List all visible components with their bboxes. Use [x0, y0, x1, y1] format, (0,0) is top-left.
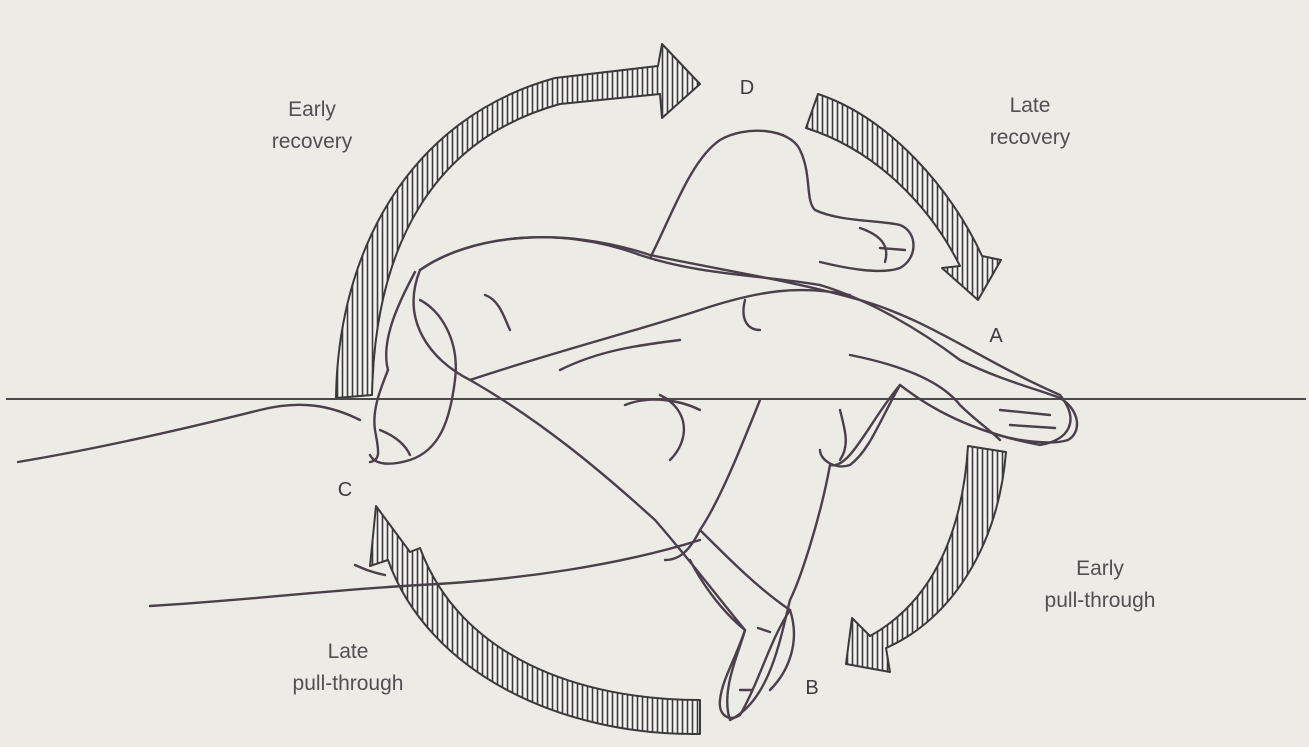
- label-early-recovery-line2: recovery: [272, 130, 353, 153]
- label-late-pull-through-line1: Late: [328, 640, 369, 663]
- arrow-late-pull-through: [370, 506, 700, 734]
- arrow-early-pull-through: [846, 446, 1006, 672]
- label-early-pull-through-line1: Early: [1076, 557, 1124, 580]
- position-label-c: C: [338, 479, 352, 501]
- label-early-pull-through-line2: pull-through: [1045, 589, 1156, 612]
- label-late-recovery-line1: Late: [1010, 94, 1051, 117]
- label-early-recovery-line1: Early: [288, 98, 336, 121]
- position-label-b: B: [805, 677, 818, 699]
- label-late-recovery-line2: recovery: [990, 126, 1071, 149]
- position-label-a: A: [989, 325, 1003, 347]
- position-label-d: D: [740, 77, 754, 99]
- arrow-late-recovery: [806, 94, 1001, 300]
- swimmer-figure: [18, 131, 1077, 720]
- label-late-pull-through-line2: pull-through: [293, 672, 404, 695]
